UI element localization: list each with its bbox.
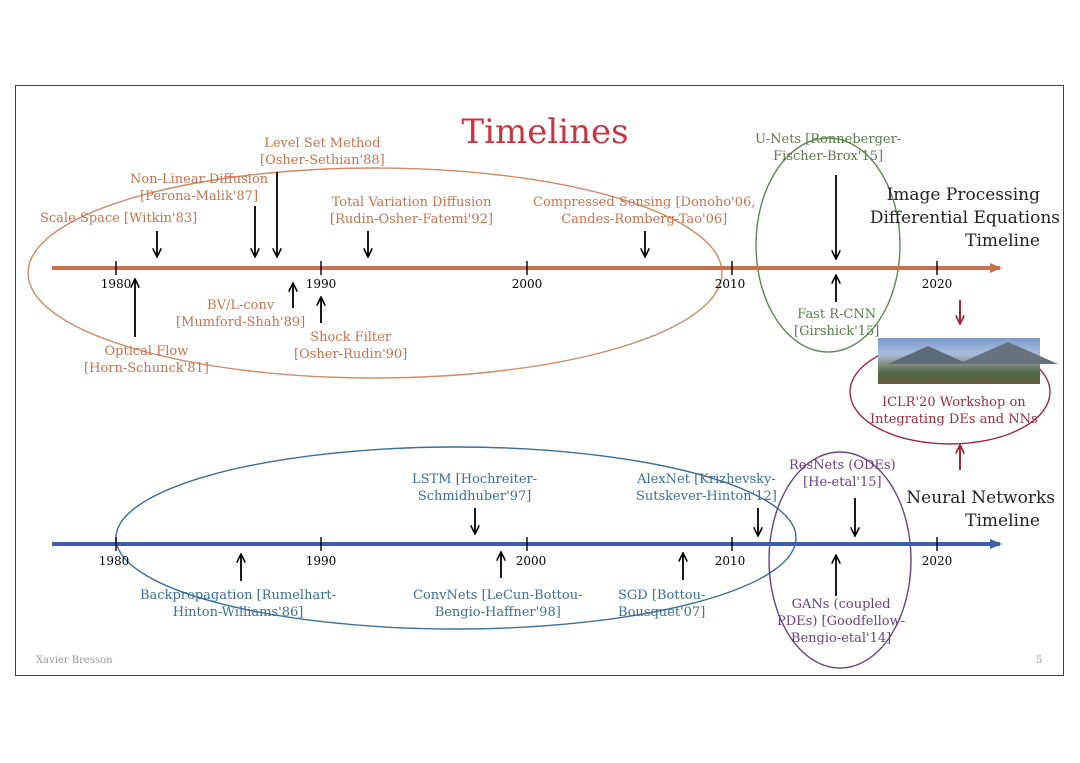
unet-ellipse [755, 137, 901, 353]
nn-ticks [115, 537, 938, 551]
event-line: [Girshick'15] [794, 324, 880, 339]
event-line: [He-etal'15] [803, 475, 882, 490]
nn-tick-label: 2000 [515, 554, 547, 568]
event-scale-space: Scale Space [Witkin'83] [40, 210, 197, 227]
event-convnets: ConvNets [LeCun-Bottou- Bengio-Haffner'9… [413, 587, 583, 621]
event-sgd: SGD [Bottou- Bousquet'07] [618, 587, 705, 621]
ip-label-line-1: Image Processing [886, 185, 1040, 205]
event-line: PDEs) [Goodfellow- [777, 614, 906, 629]
event-compressed-sensing: Compressed Sensing [Donoho'06, Candes-Ro… [533, 194, 755, 228]
event-line: GANs (coupled [791, 597, 891, 612]
event-level-set: Level Set Method [Osher-Sethian'88] [260, 135, 385, 169]
event-line: [Osher-Sethian'88] [260, 153, 385, 168]
event-line: Total Variation Diffusion [331, 195, 492, 210]
ip-tick-label: 2010 [714, 277, 746, 291]
nn-tick-label: 2020 [921, 554, 953, 568]
footer-author: Xavier Bresson [36, 655, 113, 666]
event-optical-flow: Optical Flow [Horn-Schunck'81] [84, 343, 209, 377]
event-alexnet: AlexNet [Krizhevsky- Sutskever-Hinton'12… [636, 471, 777, 505]
event-line: Hinton-Williams'86] [172, 605, 304, 620]
ip-label-line-3: Timeline [965, 231, 1040, 251]
workshop-line: Integrating DEs and NNs [870, 412, 1038, 427]
workshop-line: ICLR'20 Workshop on [881, 395, 1026, 410]
ip-tick-label: 1980 [100, 277, 132, 291]
event-unet: U-Nets [Ronneberger- Fischer-Brox'15] [755, 131, 901, 165]
event-line: Sutskever-Hinton'12] [636, 489, 777, 504]
nn-tick-label: 1980 [98, 554, 130, 568]
event-line: Candes-Romberg-Tao'06] [561, 212, 728, 227]
event-line: [Horn-Schunck'81] [84, 361, 209, 376]
event-line: ConvNets [LeCun-Bottou- [413, 588, 583, 603]
event-line: LSTM [Hochreiter- [412, 472, 538, 487]
event-line: Non-Linear Diffusion [130, 172, 269, 187]
event-line: SGD [Bottou- [618, 588, 706, 603]
event-line: Compressed Sensing [Donoho'06, [533, 195, 756, 210]
event-line: Schmidhuber'97] [417, 489, 532, 504]
ip-tick-label: 1990 [305, 277, 337, 291]
event-line: BV/L-conv [207, 298, 275, 313]
event-total-variation: Total Variation Diffusion [Rudin-Osher-F… [330, 194, 493, 228]
ip-era-ellipse [27, 167, 723, 379]
page-number: 5 [1036, 655, 1043, 666]
event-line: AlexNet [Krizhevsky- [637, 472, 776, 487]
event-shock-filter: Shock Filter [Osher-Rudin'90] [294, 329, 407, 363]
event-line: Bousquet'07] [618, 605, 706, 620]
event-gans: GANs (coupled PDEs) [Goodfellow- Bengio-… [777, 596, 905, 647]
ip-tick-label: 2020 [921, 277, 953, 291]
event-line: U-Nets [Ronneberger- [755, 132, 902, 147]
workshop-landscape-photo [878, 338, 1058, 384]
nn-label-line-2: Timeline [965, 511, 1040, 531]
ip-label-line-2: Differential Equations [869, 208, 1060, 228]
event-line: Bengio-Haffner'98] [434, 605, 561, 620]
event-line: [Osher-Rudin'90] [294, 347, 408, 362]
event-line: Level Set Method [264, 136, 381, 151]
event-backpropagation: Backpropagation [Rumelhart- Hinton-Willi… [140, 587, 336, 621]
ip-ticks [115, 261, 938, 275]
event-line: Backpropagation [Rumelhart- [140, 588, 337, 603]
event-line: Optical Flow [104, 344, 189, 359]
event-line: [Rudin-Osher-Fatemi'92] [330, 212, 493, 227]
slide-title: Timelines [461, 112, 629, 152]
event-nonlinear-diffusion: Non-Linear Diffusion [Perona-Malik'87] [130, 171, 268, 205]
nn-label-line-1: Neural Networks [906, 488, 1055, 508]
event-line: Bengio-etal'14] [790, 631, 892, 646]
event-line: Scale Space [Witkin'83] [40, 211, 198, 226]
event-line: Fast R-CNN [797, 307, 877, 322]
event-line: [Perona-Malik'87] [140, 189, 259, 204]
event-bv-l-conv: BV/L-conv [Mumford-Shah'89] [176, 297, 305, 331]
nn-timeline-label: Neural Networks Timeline [860, 487, 1055, 533]
workshop-label: ICLR'20 Workshop on Integrating DEs and … [870, 394, 1038, 428]
event-resnet: ResNets (ODEs) [He-etal'15] [789, 457, 896, 491]
ip-tick-label: 2000 [511, 277, 543, 291]
nn-tick-label: 2010 [714, 554, 746, 568]
event-line: ResNets (ODEs) [789, 458, 896, 473]
event-line: [Mumford-Shah'89] [176, 315, 306, 330]
event-lstm: LSTM [Hochreiter- Schmidhuber'97] [412, 471, 537, 505]
event-line: Shock Filter [310, 330, 392, 345]
event-fast-rcnn: Fast R-CNN [Girshick'15] [794, 306, 879, 340]
ip-timeline-label: Image Processing Differential Equations … [850, 184, 1060, 253]
gan-ellipse [768, 451, 912, 669]
nn-tick-label: 1990 [305, 554, 337, 568]
event-line: Fischer-Brox'15] [773, 149, 884, 164]
